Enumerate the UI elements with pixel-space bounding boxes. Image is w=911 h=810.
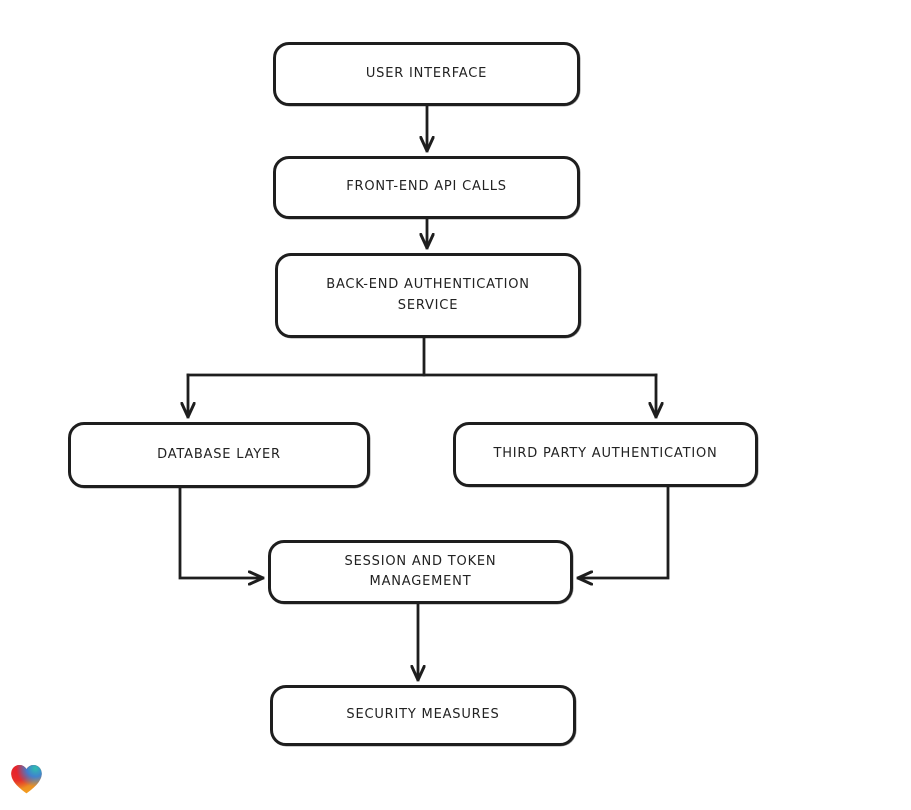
node-label: USER INTERFACE [365,65,488,81]
node-database-layer[interactable]: DATABASE LAYER [68,422,370,488]
node-user-interface[interactable]: USER INTERFACE [273,42,580,106]
node-security-measures[interactable]: SECURITY MEASURES [270,685,576,746]
node-label: BACK-END AUTHENTICATION SERVICE [326,277,530,313]
edge-database-to-session [178,486,265,578]
node-label: FRONT-END API CALLS [346,179,507,195]
node-label: DATABASE LAYER [157,446,281,462]
heart-logo-icon [8,761,45,797]
node-third-party-authentication[interactable]: THIRD PARTY AUTHENTICATION [453,422,758,487]
node-label: SECURITY MEASURES [346,707,500,723]
edge-thirdparty-to-session [576,485,670,578]
node-session-and-token-management[interactable]: SESSION AND TOKEN MANAGEMENT [268,540,573,604]
node-front-end-api-calls[interactable]: FRONT-END API CALLS [273,156,580,219]
node-back-end-authentication-service[interactable]: BACK-END AUTHENTICATION SERVICE [275,253,581,338]
node-label: THIRD PARTY AUTHENTICATION [493,446,718,462]
node-label: SESSION AND TOKEN MANAGEMENT [344,553,497,589]
